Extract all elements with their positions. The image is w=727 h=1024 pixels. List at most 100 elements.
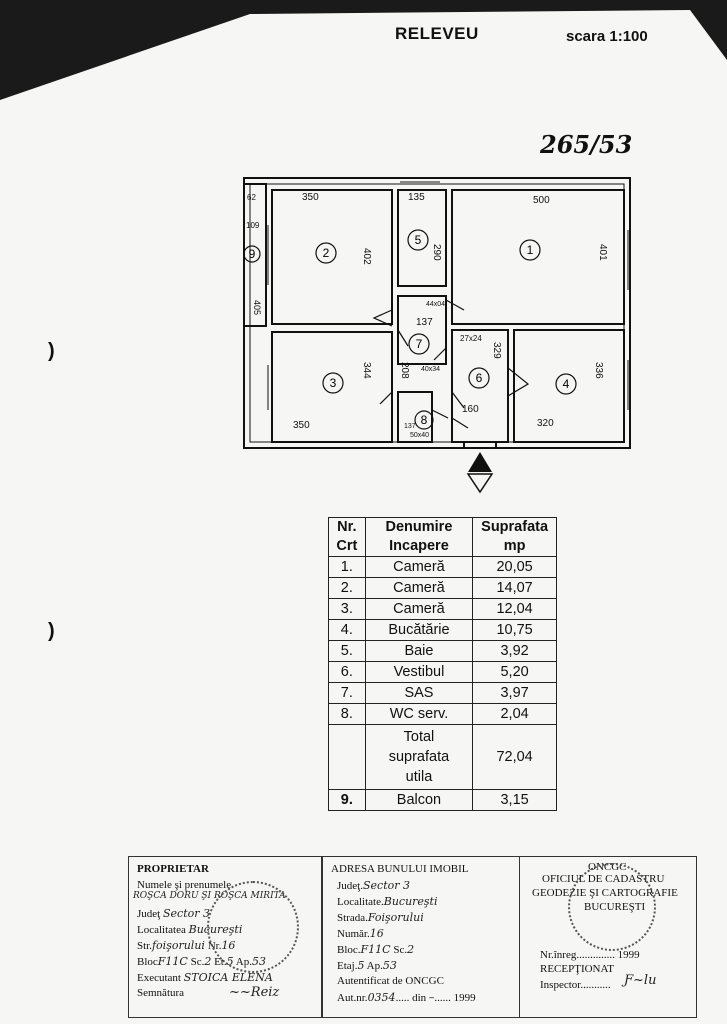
document-title: RELEVEU: [395, 24, 479, 43]
cell-area: 3,92: [472, 640, 557, 662]
dim-160: 160: [462, 404, 479, 415]
cell-name: Cameră: [364, 577, 474, 599]
dim-350-top: 350: [302, 192, 319, 203]
dim-344: 344: [361, 362, 372, 379]
address-strada-value: Foişorului: [367, 911, 424, 924]
scale-label: scara 1:100: [566, 28, 648, 45]
col-header-area: Suprafata mp: [472, 517, 557, 557]
dim-137: 137: [416, 317, 433, 328]
auth-label: Autentificat de ONCGC: [337, 975, 444, 987]
dim-336: 336: [593, 362, 604, 379]
dim-350-bottom: 350: [293, 420, 310, 431]
dim-109: 109: [246, 221, 260, 230]
cell-area: 14,07: [472, 577, 557, 599]
executant-label: Executant: [137, 972, 181, 984]
owner-sc-value: 2: [204, 955, 212, 968]
cell-nr: 8.: [328, 703, 366, 725]
cell-name: Cameră: [364, 598, 474, 620]
cell-nr: 6.: [328, 661, 366, 683]
cell-name: Vestibul: [364, 661, 474, 683]
dim-401: 401: [597, 244, 608, 261]
nr-inreg-label: Nr.înreg.: [540, 949, 580, 961]
dim-208: 208: [399, 362, 410, 379]
aut-year: 1999: [453, 992, 476, 1004]
inspector-label: Inspector: [540, 979, 581, 991]
owner-judet-value: Sector 3: [162, 907, 210, 920]
owner-str-value: foişorului: [151, 939, 205, 952]
cell-area: 12,04: [472, 598, 557, 620]
aut-nr-value: 0354: [367, 991, 396, 1004]
binder-hole-mark: ): [48, 620, 55, 642]
cell-name: WC serv.: [364, 703, 474, 725]
cell-nr: 5.: [328, 640, 366, 662]
address-etaj-value: 5: [357, 959, 365, 972]
col-header-nr: Nr. Crt: [328, 517, 366, 557]
room-label-6: 6: [476, 371, 483, 385]
cell-nr: 1.: [328, 556, 366, 578]
dim-320: 320: [537, 418, 554, 429]
executant-value: STOICA ELENA: [183, 971, 273, 984]
address-numar-value: 16: [369, 927, 384, 940]
balcony-name: Balcon: [364, 789, 474, 811]
cell-area: 2,04: [472, 703, 557, 725]
owner-stamp: [207, 881, 299, 973]
room-6-outline: [451, 329, 509, 443]
office-box: ONCGC OFICIUL DE CADASTRU GEODEZIE ŞI CA…: [520, 856, 697, 1018]
dim-44x04: 44x04: [426, 301, 445, 308]
inspector-signature: Ƒ~lu: [624, 973, 657, 988]
balcony-nr: 9.: [328, 789, 366, 811]
owner-name-value: ROŞCA DORU ŞI ROŞCA MIRITA: [133, 891, 286, 901]
dim-62: 62: [247, 193, 256, 202]
cell-name: SAS: [364, 682, 474, 704]
address-bloc-value: F11C: [360, 943, 391, 956]
cell-area: 3,97: [472, 682, 557, 704]
owner-bloc-value: F11C: [157, 955, 188, 968]
cell-nr: 4.: [328, 619, 366, 641]
cell-nr: 7.: [328, 682, 366, 704]
total-row: Total suprafata utila 72,04: [328, 724, 557, 790]
dim-402: 402: [361, 248, 372, 265]
cell-name: Cameră: [364, 556, 474, 578]
office-stamp: [568, 863, 656, 951]
owner-judet-label: Judeţ: [137, 908, 161, 920]
signature-label: Semnătura: [137, 987, 185, 999]
owner-localitate-label: Localitatea: [137, 924, 186, 936]
address-heading: ADRESA BUNULUI IMOBIL: [331, 863, 469, 875]
room-5-outline: [397, 189, 447, 287]
dim-500: 500: [533, 195, 550, 206]
dim-27x24: 27x24: [460, 334, 482, 343]
dim-329: 329: [491, 342, 502, 359]
room-label-1: 1: [527, 243, 534, 257]
room-2-outline: [271, 189, 393, 325]
room-label-2: 2: [323, 246, 330, 260]
receptionat-label: RECEPŢIONAT: [540, 963, 614, 975]
cell-nr: 3.: [328, 598, 366, 620]
room-label-9: 9: [249, 247, 256, 261]
owner-box: PROPRIETAR Numele şi prenumele ROŞCA DOR…: [128, 856, 322, 1018]
room-label-3: 3: [330, 376, 337, 390]
dim-137-wc: 137: [404, 423, 416, 430]
cell-area: 5,20: [472, 661, 557, 683]
room-label-8: 8: [421, 413, 428, 427]
entrance-arrow-icon: [466, 452, 494, 494]
room-label-5: 5: [415, 233, 422, 247]
owner-str-label: Str.: [137, 940, 152, 952]
owner-heading: PROPRIETAR: [137, 863, 209, 875]
cell-area: 10,75: [472, 619, 557, 641]
dim-135: 135: [408, 192, 425, 203]
address-judet-value: Sector 3: [362, 879, 410, 892]
dim-40x34: 40x34: [421, 366, 440, 373]
address-box: ADRESA BUNULUI IMOBIL Judeţ.Sector 3 Loc…: [322, 856, 520, 1018]
col-header-name: Denumire Incapere: [364, 517, 474, 557]
binder-hole-mark: ): [48, 340, 55, 362]
room-label-7: 7: [416, 337, 423, 351]
outer-wall: [243, 177, 631, 449]
balcony-area: 3,15: [472, 789, 557, 811]
owner-name-label: Numele şi prenumele: [137, 879, 232, 891]
